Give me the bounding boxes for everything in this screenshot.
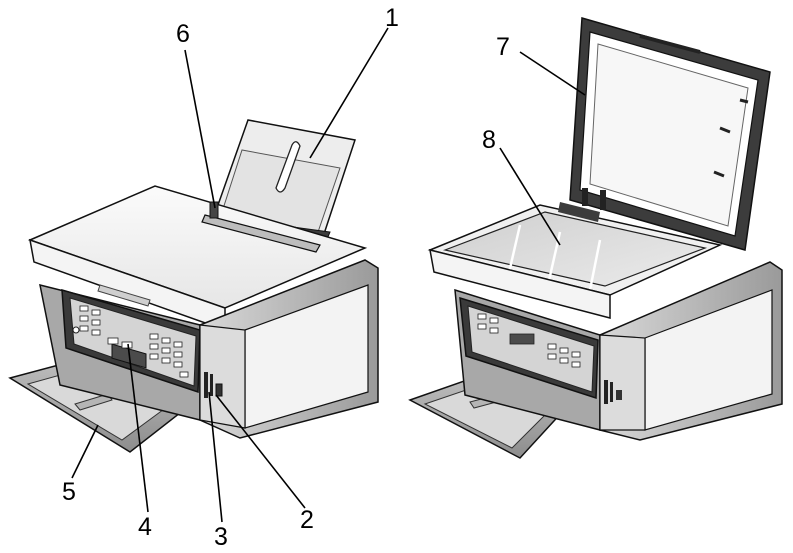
- leader-1: [309, 27, 389, 159]
- printer-right: [408, 17, 783, 459]
- control-panel: [61, 288, 201, 394]
- callout-8: 8: [482, 126, 496, 154]
- callout-6: 6: [176, 20, 190, 48]
- leader-4: [127, 343, 149, 513]
- callout-2: 2: [300, 506, 314, 534]
- leader-3: [208, 391, 223, 523]
- pictbridge-port: [215, 383, 223, 397]
- callout-3: 3: [214, 523, 228, 551]
- printer-left: [8, 119, 379, 453]
- leader-8: [499, 147, 561, 246]
- callout-1: 1: [385, 4, 399, 32]
- callout-7: 7: [496, 33, 510, 61]
- callouts: 1 2 3 4 5 6 7 8: [62, 4, 510, 551]
- leader-7: [519, 51, 586, 96]
- callout-5: 5: [62, 478, 76, 506]
- scanner-lid-open: [569, 17, 771, 251]
- memory-card-slots: [204, 372, 213, 398]
- leader-5: [71, 424, 99, 479]
- leader-6: [184, 49, 216, 209]
- leader-2: [215, 394, 306, 509]
- callout-4: 4: [138, 513, 152, 541]
- leader-lines: [71, 27, 586, 523]
